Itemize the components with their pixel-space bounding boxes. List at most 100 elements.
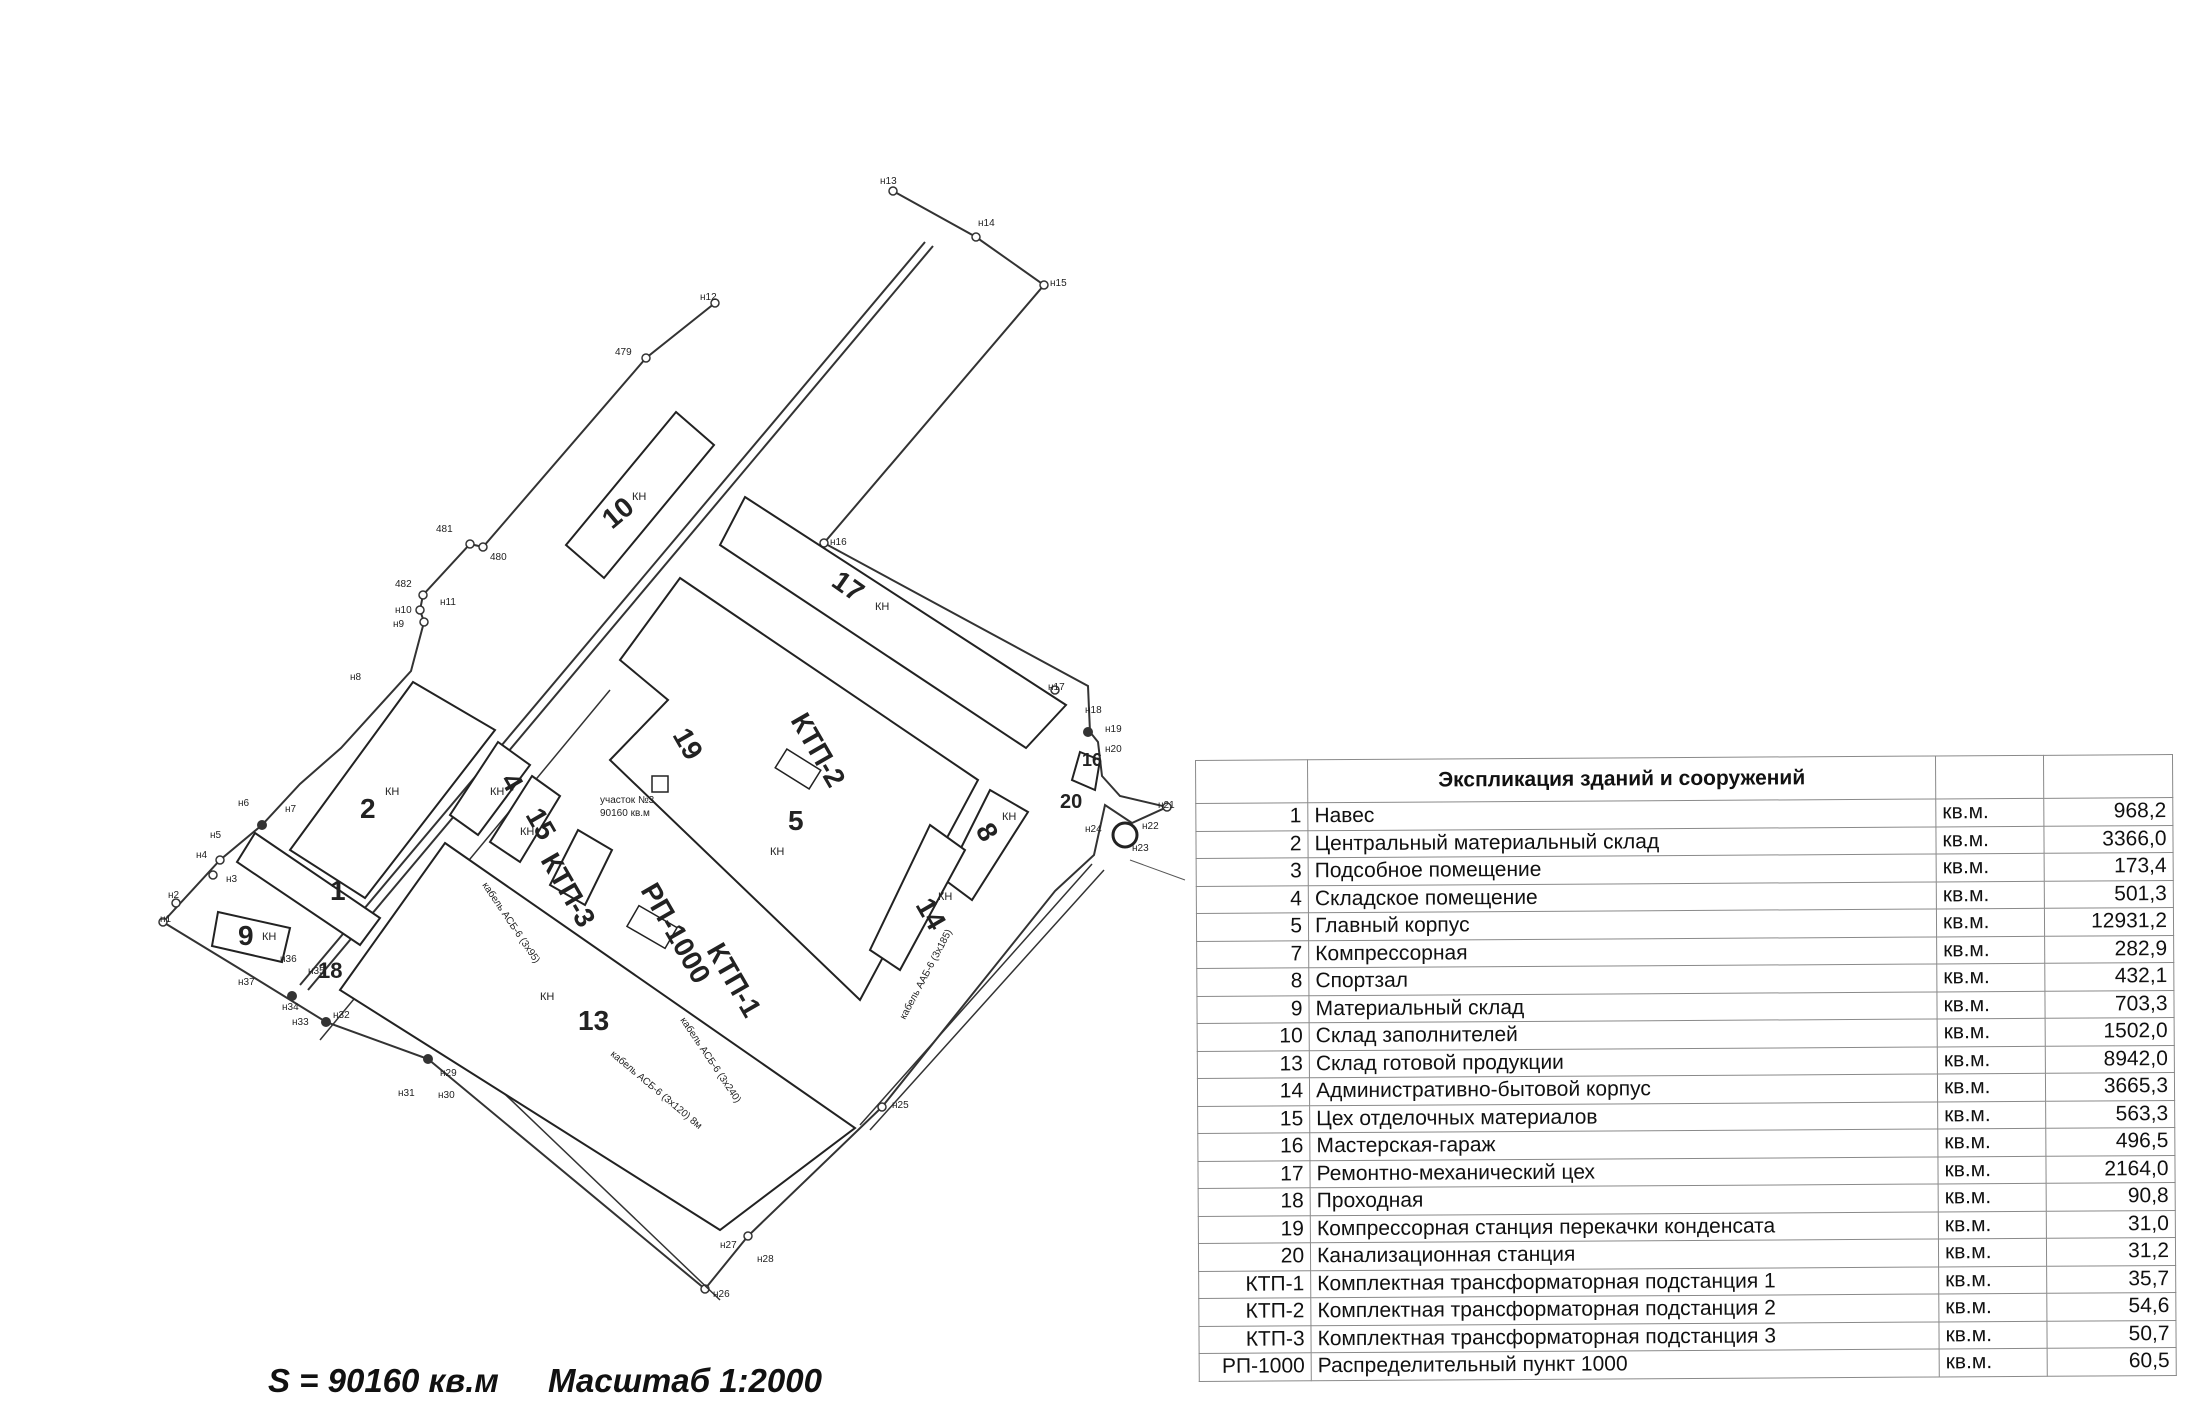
row-number: 7	[1196, 940, 1309, 969]
area-value: 2164,0	[2046, 1155, 2176, 1184]
point-label: 482	[395, 579, 412, 590]
kn-label: КН	[770, 846, 784, 858]
point-label: н30	[438, 1090, 455, 1101]
point-label: н28	[757, 1254, 774, 1265]
point-label: н26	[713, 1289, 730, 1300]
building-name: Административно-бытовой корпус	[1309, 1073, 1938, 1106]
building-number: 20	[1060, 791, 1082, 813]
kn-label: КН	[262, 931, 276, 943]
area-value: 282,9	[2044, 935, 2174, 964]
row-number: 4	[1196, 885, 1309, 914]
row-number: КТП-2	[1198, 1297, 1312, 1326]
building-number: 18	[318, 958, 342, 983]
area-value: 35,7	[2046, 1265, 2176, 1294]
header-empty-cell	[1195, 759, 1308, 804]
row-number: 17	[1197, 1160, 1311, 1189]
building-number: 2	[360, 793, 376, 824]
building-rp1000	[625, 904, 679, 950]
area-value: 90,8	[2046, 1182, 2176, 1211]
area-unit: кв.м.	[1936, 880, 2045, 909]
table-title: Экспликация зданий и сооружений	[1307, 755, 1936, 803]
point-label: н17	[1048, 682, 1065, 693]
building-number: 1	[330, 875, 346, 906]
area-unit: кв.м.	[1938, 1265, 2048, 1294]
building-name: Мастерская-гараж	[1309, 1128, 1938, 1161]
kn-label: КН	[490, 786, 504, 798]
area-unit: кв.м.	[1937, 1045, 2046, 1074]
point-label: н13	[880, 176, 897, 187]
area-value: 31,0	[2046, 1210, 2176, 1239]
point-label: н4	[196, 850, 208, 861]
area-unit: кв.м.	[1936, 908, 2045, 937]
header-empty-cell	[2043, 754, 2173, 799]
point-label: н27	[720, 1240, 737, 1251]
row-number: 8	[1196, 967, 1310, 996]
row-number: 19	[1198, 1215, 1311, 1244]
area-value: 173,4	[2044, 852, 2174, 881]
point-label: н7	[285, 804, 297, 815]
building-4	[448, 740, 532, 837]
area-unit: кв.м.	[1936, 935, 2045, 964]
area-unit: кв.м.	[1935, 798, 2045, 827]
area-unit: кв.м.	[1937, 1073, 2046, 1102]
row-number: 15	[1197, 1105, 1310, 1134]
area-unit: кв.м.	[1938, 1293, 2048, 1322]
row-number: 5	[1196, 912, 1309, 941]
building-16	[1070, 750, 1102, 792]
area-value: 968,2	[2043, 797, 2173, 826]
building-number: 5	[788, 805, 804, 836]
area-value: 3665,3	[2045, 1072, 2175, 1101]
area-value: 12931,2	[2044, 907, 2174, 936]
building-name: Комплектная трансформаторная подстанция …	[1310, 1293, 1939, 1326]
point-label: н1	[160, 914, 172, 925]
building-10	[564, 410, 716, 580]
building-5	[608, 576, 980, 1002]
point-label: н10	[395, 605, 412, 616]
building-name: Центральный материальный склад	[1307, 826, 1937, 858]
row-number: КТП-1	[1198, 1270, 1311, 1299]
building-14	[868, 823, 967, 972]
point-label: н2	[168, 890, 180, 901]
point-label: н22	[1142, 821, 1159, 832]
point-label: н21	[1158, 800, 1175, 811]
area-value: 1502,0	[2045, 1017, 2175, 1046]
point-label: н20	[1105, 744, 1122, 755]
building-name: Главный корпус	[1308, 908, 1937, 941]
building-name: Компрессорная	[1308, 936, 1937, 968]
row-number: 9	[1196, 995, 1310, 1024]
point-label: н18	[1085, 705, 1102, 716]
area-unit: кв.м.	[1938, 1183, 2047, 1212]
area-unit: кв.м.	[1937, 1155, 2047, 1184]
point-label: 480	[490, 552, 507, 563]
point-label: н3	[226, 874, 238, 885]
building-number: 16	[1082, 750, 1102, 770]
point-label: н35	[308, 966, 325, 977]
point-label: н36	[280, 954, 297, 965]
kn-label: КН	[520, 826, 534, 838]
building-number: 9	[238, 920, 254, 951]
point-label: н5	[210, 830, 222, 841]
row-number: КТП-3	[1198, 1325, 1312, 1354]
row-number: 18	[1198, 1187, 1311, 1216]
cable-label: участок №3	[600, 795, 655, 806]
building-name: Канализационная станция	[1310, 1238, 1939, 1271]
building-ktp2	[774, 748, 822, 790]
kn-label: КН	[938, 891, 952, 903]
point-label: н34	[282, 1002, 299, 1013]
area-unit: кв.м.	[1937, 1018, 2046, 1047]
kn-label: КН	[540, 991, 554, 1003]
building-name: Спортзал	[1308, 963, 1937, 996]
building-name: Навес	[1307, 798, 1936, 831]
building-name: Распределительный пункт 1000	[1311, 1348, 1940, 1381]
building-15	[488, 774, 562, 864]
plan-footer: S = 90160 кв.м Масштаб 1:2000	[268, 1362, 862, 1400]
area-value: 54,6	[2047, 1292, 2176, 1321]
point-label: 481	[436, 524, 453, 535]
point-label: н32	[333, 1010, 350, 1021]
area-value: 60,5	[2047, 1347, 2177, 1376]
area-unit: кв.м.	[1938, 1238, 2047, 1267]
building-name: Комплектная трансформаторная подстанция …	[1310, 1266, 1939, 1298]
point-label: н29	[440, 1068, 457, 1079]
building-name: Склад готовой продукции	[1309, 1046, 1938, 1078]
area-value: 563,3	[2045, 1100, 2175, 1129]
